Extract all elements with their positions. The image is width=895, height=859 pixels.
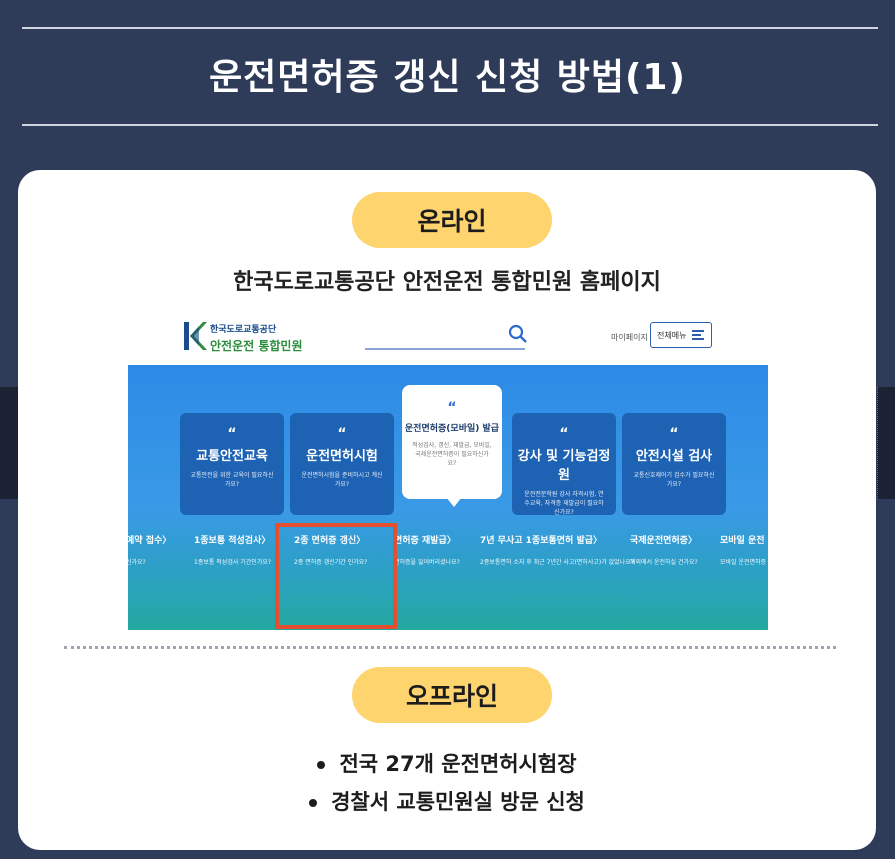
bullet-icon [317,761,326,769]
bullet-icon [309,799,318,807]
service-desc: 2종보통면허 소지 후 최근 7년간 사고(면허사고)가 없었나요? [480,559,634,566]
service-title: 7년 무사고 1종보통면허 발급〉 [480,536,603,546]
content-card: 온라인 한국도로교통공단 안전운전 통합민원 홈페이지 한국도로교통공단 안전운… [18,170,876,850]
tile-license-exam[interactable]: “ 운전면허시험 운전면허시험을 준비하시고 계신가요? [290,413,394,515]
offline-list: 전국 27개 운전면허시험장 경찰서 교통민원실 방문 신청 [18,745,876,821]
mypage-link[interactable]: 마이페이지 [611,333,648,342]
tile-desc: 운전면허시험을 준비하시고 계신가요? [301,472,383,488]
tile-desc: 교통안전을 위한 교육이 필요하신가요? [190,472,274,488]
service-desc: 모바일 운전면허증 발급하실 건가요? [720,559,768,566]
title-divider [22,124,878,126]
tile-desc: 운전전문학원 강사 자격시험, 연수교육, 자격증 재발급이 필요하신가요? [524,491,604,516]
offline-item-text: 경찰서 교통민원실 방문 신청 [331,790,585,814]
site-header: 한국도로교통공단 안전운전 통합민원 마이페이지 전체메뉴 [128,312,768,362]
tile-title: 운전면허시험 [306,449,378,464]
tile-title: 안전시설 검사 [635,449,713,464]
online-badge: 온라인 [352,192,552,248]
koroad-logo-icon [184,322,207,350]
service-title: 모바일 운전 [720,536,765,546]
logo-org-name: 한국도로교통공단 [210,325,277,335]
service-link-7year-upgrade[interactable]: 7년 무사고 1종보통면허 발급〉 2종보통면허 소지 후 최근 7년간 사고(… [480,533,634,567]
page-title: 운전면허증 갱신 신청 방법(1) [209,57,686,98]
tile-title: 교통안전교육 [196,449,268,464]
quote-icon: “ [337,426,347,442]
section-divider [64,646,836,649]
service-desc: 해외에서 운전하실 건가요? [630,559,698,566]
service-link-reservation[interactable]: 예약 접수〉 신가요? [128,533,171,567]
tile-desc: 교통신호제어기 검수가 필요하신가요? [633,472,715,488]
service-title: 예약 접수〉 [128,536,172,546]
full-menu-label: 전체메뉴 [657,330,687,340]
tile-safety-facility-inspection[interactable]: “ 안전시설 검사 교통신호제어기 검수가 필요하신가요? [622,413,726,515]
tile-title: 운전면허증(모바일) 발급 [404,424,500,434]
top-divider [22,27,878,29]
quote-icon: “ [669,426,679,442]
service-link-international-license[interactable]: 국제운전면허증〉 해외에서 운전하실 건가요? [630,533,698,567]
quote-icon: “ [227,426,237,442]
service-link-aptitude-test[interactable]: 1종보통 적성검사〉 1종보통 적성검사 기간인가요? [194,533,271,567]
renewal-highlight-box [275,523,397,629]
full-menu-button[interactable]: 전체메뉴 [650,322,712,348]
quote-icon: “ [447,400,457,416]
tile-title: 강사 및 기능검정원 [517,449,611,483]
service-title: 2종 면허증 갱신〉 [294,536,366,546]
site-banner: “ 교통안전교육 교통안전을 위한 교육이 필요하신가요? “ 운전면허시험 운… [128,365,768,630]
service-link-class2-renewal[interactable]: 2종 면허증 갱신〉 2종 면허증 갱신기간 인가요? [294,533,367,567]
logo-site-name: 안전운전 통합민원 [210,339,303,353]
left-edge-strip [0,387,18,499]
search-icon[interactable] [508,324,528,344]
service-link-mobile-license[interactable]: 모바일 운전 모바일 운전면허증 발급하실 건가요? [720,533,768,567]
offline-item: 전국 27개 운전면허시험장 [18,745,876,783]
tile-desc: 적성검사, 갱신, 재발급, 모바일, 국제운전면허증이 필요하신가요? [412,442,492,467]
tile-instructor-examiner[interactable]: “ 강사 및 기능검정원 운전전문학원 강사 자격시험, 연수교육, 자격증 재… [512,413,616,516]
right-edge-strip [877,387,895,499]
offline-item-text: 전국 27개 운전면허시험장 [339,752,577,776]
quote-icon: “ [559,426,569,442]
featured-tile-pointer [446,497,462,507]
service-title: 1종보통 적성검사〉 [194,536,271,546]
service-link-reissue[interactable]: 면허증 재발급〉 면허증을 잃어버리셨나요? [394,533,460,567]
service-desc: 1종보통 적성검사 기간인가요? [194,559,272,566]
service-title: 면허증 재발급〉 [394,536,456,546]
offline-badge: 오프라인 [352,667,552,723]
tile-traffic-safety-education[interactable]: “ 교통안전교육 교통안전을 위한 교육이 필요하신가요? [180,413,284,515]
menu-icon [692,330,705,340]
service-desc: 신가요? [128,559,146,566]
service-title: 국제운전면허증〉 [630,536,697,546]
service-desc: 면허증을 잃어버리셨나요? [394,559,460,566]
service-desc: 2종 면허증 갱신기간 인가요? [294,559,368,566]
offline-item: 경찰서 교통민원실 방문 신청 [18,783,876,821]
online-subtitle: 한국도로교통공단 안전운전 통합민원 홈페이지 [233,270,661,295]
search-input[interactable] [365,348,525,350]
tile-license-issuance[interactable]: “ 운전면허증(모바일) 발급 적성검사, 갱신, 재발급, 모바일, 국제운전… [402,385,502,499]
